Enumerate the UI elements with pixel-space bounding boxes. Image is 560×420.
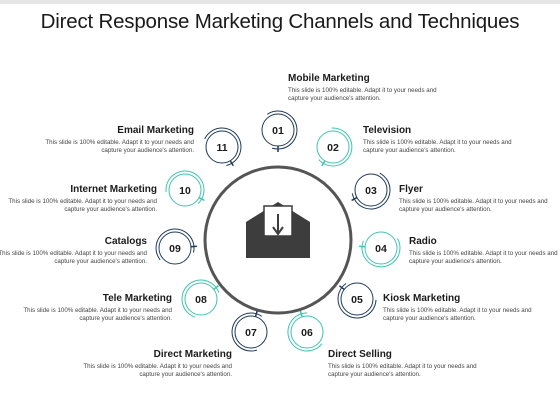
node-05: 05	[337, 282, 377, 319]
node-arc	[165, 170, 205, 205]
node-arc	[361, 238, 401, 268]
node-arc	[287, 312, 323, 352]
node-arc	[351, 172, 391, 210]
item-label: Email Marketing	[117, 125, 194, 136]
node-arc	[204, 127, 242, 166]
item-label: Flyer	[399, 184, 423, 195]
node-arc	[337, 283, 377, 319]
node-connector	[321, 160, 326, 167]
node-03: 03	[351, 172, 391, 210]
node-connector	[359, 245, 366, 248]
item-description: This slide is 100% editable. Adapt it to…	[363, 139, 512, 154]
item-label: Catalogs	[104, 236, 147, 247]
node-number: 10	[179, 185, 191, 197]
node-09: 09	[155, 228, 197, 265]
item-03-flyer: Flyer This slide is 100% editable. Adapt…	[399, 184, 549, 213]
node-08: 08	[181, 279, 220, 318]
item-label: Television	[363, 125, 412, 136]
node-circle	[234, 315, 268, 349]
item-label: Kiosk Marketing	[383, 293, 461, 304]
item-11-email-marketing: Email Marketing This slide is 100% edita…	[44, 125, 194, 154]
node-number: 04	[375, 243, 387, 255]
node-connector	[213, 285, 219, 290]
item-description: This slide is 100% editable. Adapt it to…	[409, 250, 558, 265]
item-label: Direct Marketing	[153, 349, 232, 360]
item-06-direct-selling: Direct Selling This slide is 100% editab…	[328, 349, 478, 378]
node-connector	[254, 310, 258, 317]
node-number: 06	[301, 327, 313, 339]
node-connector	[190, 245, 197, 248]
node-number: 01	[272, 125, 284, 137]
item-label: Direct Selling	[328, 349, 392, 360]
node-number: 09	[169, 243, 181, 255]
node-connector	[338, 285, 345, 290]
item-description: This slide is 100% editable. Adapt it to…	[0, 250, 147, 265]
node-circle	[290, 315, 324, 349]
envelope-download-icon	[246, 202, 310, 258]
node-arc	[318, 127, 353, 167]
item-label: Tele Marketing	[102, 293, 172, 304]
node-circle	[184, 282, 218, 316]
node-circle	[364, 231, 398, 265]
item-02-television: Television This slide is 100% editable. …	[363, 125, 513, 154]
item-description: This slide is 100% editable. Adapt it to…	[288, 87, 437, 102]
top-border	[0, 0, 560, 4]
node-01: 01	[261, 110, 298, 152]
item-10-internet-marketing: Internet Marketing This slide is 100% ed…	[7, 184, 157, 213]
node-circle	[158, 231, 192, 265]
node-02: 02	[316, 127, 353, 167]
node-circle	[205, 130, 239, 164]
item-description: This slide is 100% editable. Adapt it to…	[83, 363, 232, 378]
main-ring	[203, 165, 353, 315]
node-arc	[231, 312, 262, 352]
item-08-tele-marketing: Tele Marketing This slide is 100% editab…	[22, 293, 172, 322]
item-09-catalogs: Catalogs This slide is 100% editable. Ad…	[0, 236, 147, 265]
node-arc	[267, 110, 298, 150]
node-number: 07	[245, 327, 257, 339]
node-10: 10	[165, 170, 205, 207]
node-number: 02	[327, 142, 339, 154]
item-description: This slide is 100% editable. Adapt it to…	[328, 363, 477, 378]
item-07-direct-marketing: Direct Marketing This slide is 100% edit…	[82, 349, 232, 378]
node-07: 07	[231, 310, 268, 352]
item-description: This slide is 100% editable. Adapt it to…	[45, 139, 194, 154]
item-description: This slide is 100% editable. Adapt it to…	[399, 198, 548, 213]
node-circle	[316, 130, 350, 164]
node-number: 05	[351, 294, 363, 306]
node-06: 06	[287, 310, 324, 352]
item-04-radio: Radio This slide is 100% editable. Adapt…	[409, 236, 559, 265]
node-connector	[198, 196, 205, 202]
item-01-mobile-marketing: Mobile Marketing This slide is 100% edit…	[288, 73, 438, 102]
node-number: 08	[195, 294, 207, 306]
item-label: Radio	[409, 236, 437, 247]
node-connector	[229, 160, 234, 167]
node-11: 11	[204, 127, 242, 167]
slide-title: Direct Response Marketing Channels and T…	[40, 10, 520, 33]
node-number: 03	[365, 185, 377, 197]
item-description: This slide is 100% editable. Adapt it to…	[8, 198, 157, 213]
node-arc	[155, 228, 195, 261]
item-label: Mobile Marketing	[288, 73, 370, 84]
item-description: This slide is 100% editable. Adapt it to…	[23, 307, 172, 322]
node-arc	[181, 279, 220, 318]
item-05-kiosk-marketing: Kiosk Marketing This slide is 100% edita…	[383, 293, 533, 322]
node-circle	[340, 282, 374, 316]
node-circle	[168, 173, 202, 207]
node-number: 11	[216, 142, 227, 154]
node-connector	[351, 196, 358, 202]
item-label: Internet Marketing	[70, 184, 157, 195]
node-circle	[354, 173, 388, 207]
item-description: This slide is 100% editable. Adapt it to…	[383, 307, 532, 322]
node-04: 04	[359, 231, 401, 268]
node-connector	[299, 310, 303, 317]
